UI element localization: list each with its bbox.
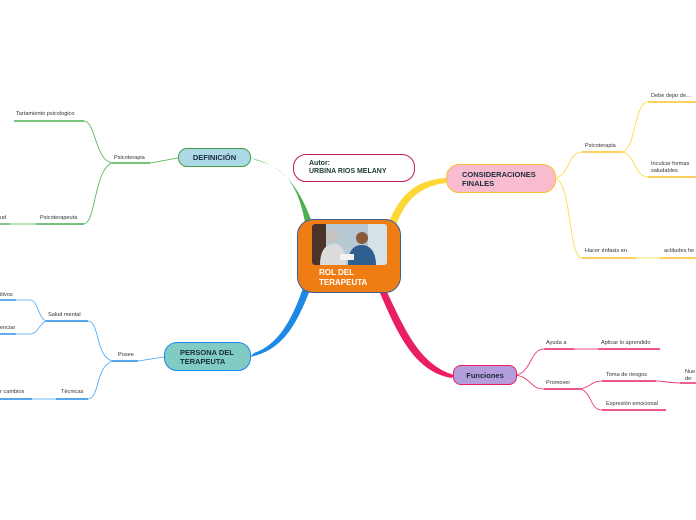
branch-connector-consideraciones <box>388 178 446 226</box>
topic-consideraciones-label: CONSIDERACIONES FINALES <box>462 169 536 188</box>
persona-subbranches <box>0 299 165 400</box>
therapy-session-photo <box>312 224 387 265</box>
leaf-tratamiento-psicologico[interactable]: Tartamiento psicologico <box>16 111 75 117</box>
leaf-psicoterapia-definicion[interactable]: Psicoterapia <box>114 155 145 161</box>
central-title: ROL DEL TERAPEUTA <box>319 268 368 287</box>
leaf-tecnicas[interactable]: Técnicas <box>61 389 84 395</box>
central-topic[interactable]: ROL DEL TERAPEUTA <box>297 219 401 293</box>
leaf-nue[interactable]: Nue de: <box>685 369 696 382</box>
leaf-cambios[interactable]: r cambios <box>0 389 25 395</box>
topic-definicion[interactable]: DEFINICIÓN <box>178 148 251 167</box>
leaf-psicoterapia-consideraciones[interactable]: Psicoterapia <box>585 143 616 149</box>
leaf-actitudes[interactable]: actitudes he <box>664 248 695 254</box>
branch-connector-persona <box>250 288 310 357</box>
leaf-aplicar-aprendido[interactable]: Aplicar lo aprendido <box>601 340 651 346</box>
leaf-hacer-enfasis[interactable]: Hacer énfasis en <box>585 248 627 254</box>
leaf-inculcar-formas[interactable]: Inculcar formas saludables <box>651 161 690 174</box>
topic-persona-label: PERSONA DEL TERAPEUTA <box>180 347 234 366</box>
consideraciones-subbranches <box>554 101 696 259</box>
leaf-promover[interactable]: Promover <box>546 380 571 386</box>
leaf-debe-dejar[interactable]: Debe dejar de… <box>651 93 692 99</box>
leaf-itivos[interactable]: itivos <box>0 292 13 298</box>
funciones-underlines <box>544 348 696 411</box>
topic-consideraciones-finales[interactable]: CONSIDERACIONES FINALES <box>446 164 556 193</box>
leaf-salud-mental[interactable]: Salud mental <box>48 312 81 318</box>
topic-definicion-label: DEFINICIÓN <box>192 153 237 162</box>
definicion-underlines <box>0 120 150 225</box>
branch-connector-definicion <box>250 158 312 222</box>
branch-connector-funciones <box>380 290 454 378</box>
consideraciones-underlines <box>582 101 696 259</box>
topic-funciones[interactable]: Funciones <box>453 365 517 385</box>
definicion-subbranches <box>0 120 179 225</box>
leaf-expresion-emocional[interactable]: Expresión emocional <box>606 401 658 407</box>
leaf-toma-riesgos[interactable]: Toma de riesgos <box>606 372 648 378</box>
leaf-ud[interactable]: ud <box>0 215 7 221</box>
author-text: Autor: URBINA RIOS MELANY <box>309 159 387 176</box>
topic-persona-del-terapeuta[interactable]: PERSONA DEL TERAPEUTA <box>164 342 251 371</box>
topic-funciones-label: Funciones <box>466 370 504 380</box>
leaf-enciar[interactable]: enciar <box>0 325 16 331</box>
leaf-psicoterapeuta[interactable]: Psicoterapeuta <box>40 215 78 221</box>
photo-illustration <box>312 224 387 265</box>
persona-underlines <box>0 299 138 400</box>
leaf-ayuda-a[interactable]: Ayuda a <box>546 340 567 346</box>
author-box[interactable]: Autor: URBINA RIOS MELANY <box>293 154 415 182</box>
leaf-posee[interactable]: Posee <box>118 352 134 358</box>
